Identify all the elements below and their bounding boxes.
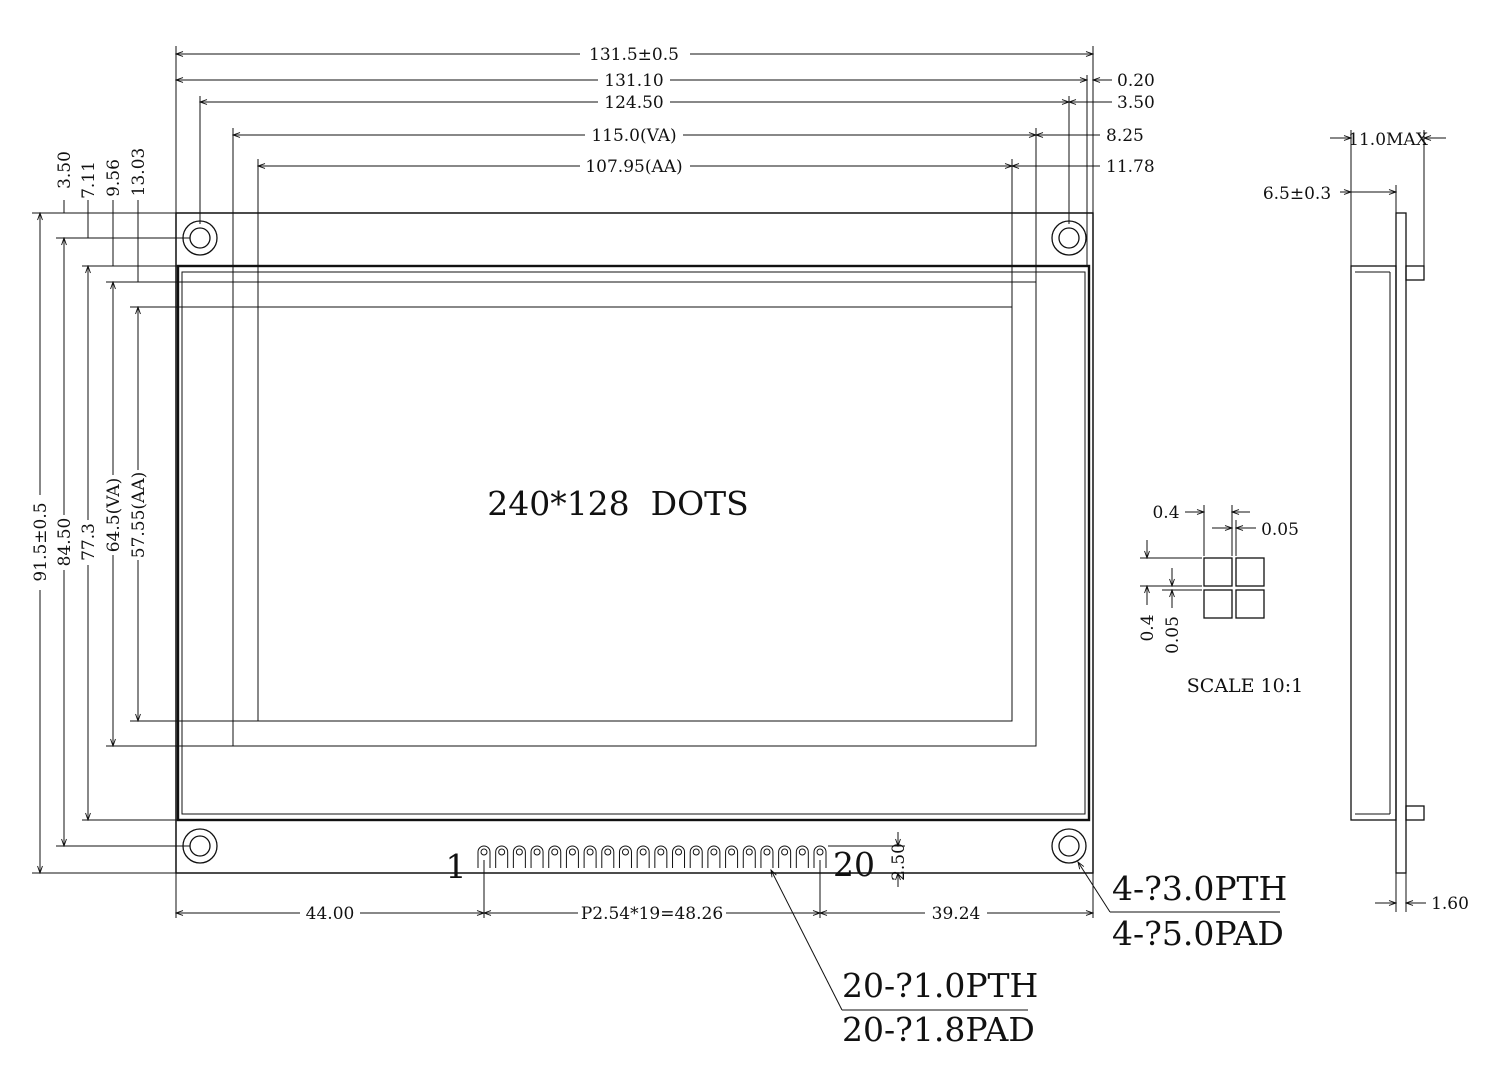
dim-pin-offset: 2.50 <box>889 843 909 881</box>
active-area <box>257 306 1013 722</box>
dot-dim-0-4-left: 0.4 <box>1138 614 1158 641</box>
dot-dim-0-05-left: 0.05 <box>1163 616 1183 654</box>
dim-top-7-11: 7.11 <box>79 161 99 199</box>
dim-width-131-10: 131.10 <box>604 71 663 91</box>
dim-bottom-44-00: 44.00 <box>306 904 355 924</box>
pin-8 <box>601 845 615 868</box>
callout-pin-pth: 20-?1.0PTH <box>842 966 1038 1005</box>
dim-va-width: 115.0(VA) <box>591 126 676 146</box>
pin-2 <box>495 845 509 868</box>
side-dim-6-5: 6.5±0.3 <box>1263 184 1331 204</box>
mounting-hole-bottom-right <box>1051 828 1087 864</box>
viewing-area <box>232 281 1037 747</box>
top-dimensions <box>176 46 1112 307</box>
mounting-holes <box>182 220 1087 864</box>
dim-offset-3-50: 3.50 <box>1117 93 1155 113</box>
detail-scale-label: SCALE 10:1 <box>1187 675 1303 697</box>
dim-pin-pitch: P2.54*19=48.26 <box>581 904 723 924</box>
dim-hole-pitch-x: 124.50 <box>604 93 663 113</box>
pin-4 <box>530 845 544 868</box>
pin-3 <box>512 845 526 868</box>
pin-5 <box>548 845 562 868</box>
bottom-dimensions <box>176 832 1093 918</box>
callout-leaders <box>771 862 1280 1011</box>
dim-aa-height: 57.55(AA) <box>129 472 149 559</box>
dim-bottom-39-24: 39.24 <box>932 904 981 924</box>
pin-15 <box>725 845 739 868</box>
dim-va-height: 64.5(VA) <box>104 478 124 553</box>
dim-offset-0-20: 0.20 <box>1117 71 1155 91</box>
pin-20 <box>813 845 827 868</box>
dots-label: 240*128 DOTS <box>487 484 749 523</box>
pin-9 <box>618 845 632 868</box>
module-outline <box>175 212 1094 874</box>
dim-top-9-56: 9.56 <box>104 159 124 197</box>
dim-offset-11-78: 11.78 <box>1106 157 1155 177</box>
left-dimensions <box>32 200 258 873</box>
dim-hole-pitch-y: 84.50 <box>55 518 75 567</box>
pin-11 <box>654 845 668 868</box>
pin-17 <box>760 845 774 868</box>
pin-6 <box>565 845 579 868</box>
dim-inner-height: 77.3 <box>79 523 99 561</box>
dot-dim-0-05-top: 0.05 <box>1261 520 1299 540</box>
mounting-hole-top-right <box>1051 220 1087 256</box>
callout-pin-pad: 20-?1.8PAD <box>842 1010 1035 1049</box>
pin-18 <box>778 845 792 868</box>
pin-1 <box>477 845 491 868</box>
dim-aa-width: 107.95(AA) <box>585 157 682 177</box>
side-view <box>1330 130 1446 912</box>
pin-19 <box>795 845 809 868</box>
callout-mount-pad: 4-?5.0PAD <box>1112 914 1284 953</box>
side-dim-11-max: 11.0MAX <box>1348 130 1429 150</box>
dim-top-13-03: 13.03 <box>129 148 149 197</box>
dim-overall-width: 131.5±0.5 <box>589 45 679 65</box>
pin-row <box>477 845 827 868</box>
pin-16 <box>742 845 756 868</box>
dim-overall-height: 91.5±0.5 <box>31 502 51 581</box>
dim-top-3-50: 3.50 <box>55 151 75 189</box>
pin-7 <box>583 845 597 868</box>
pin-14 <box>707 845 721 868</box>
pin-20-label: 20 <box>833 845 875 884</box>
pin-1-label: 1 <box>446 847 467 886</box>
side-dim-1-60: 1.60 <box>1431 894 1469 914</box>
dot-dim-0-4-top: 0.4 <box>1152 503 1179 523</box>
pin-13 <box>689 845 703 868</box>
dot-detail <box>1140 505 1265 619</box>
pin-12 <box>672 845 686 868</box>
callout-mount-pth: 4-?3.0PTH <box>1112 869 1287 908</box>
pin-10 <box>636 845 650 868</box>
dim-offset-8-25: 8.25 <box>1106 126 1144 146</box>
